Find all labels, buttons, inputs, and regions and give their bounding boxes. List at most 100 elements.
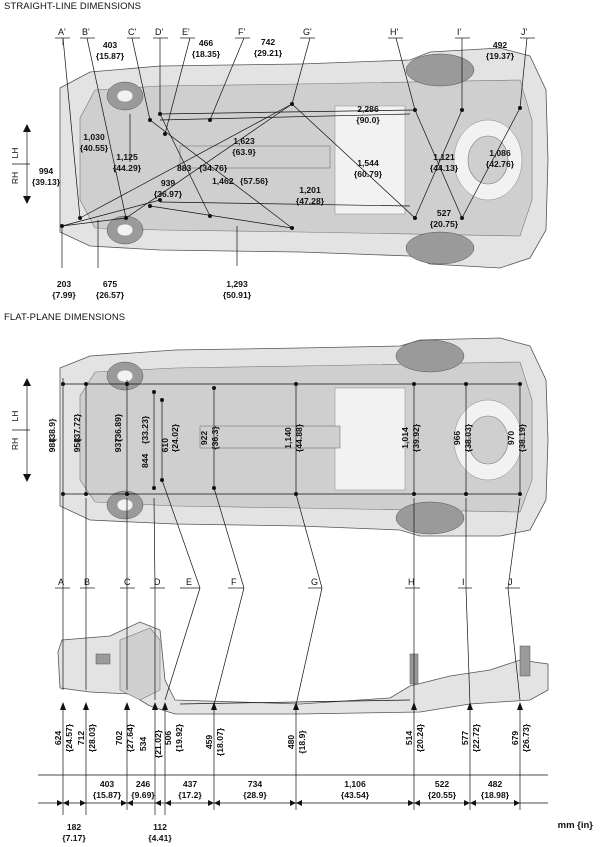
h-679: 679 [510, 731, 520, 746]
fw-1014: 1,014 [400, 427, 410, 449]
sdim-1293: 1,293 [226, 279, 248, 289]
h-624-in: {24.57} [64, 723, 74, 752]
span-437: 437 [183, 779, 198, 789]
h-514: 514 [404, 731, 414, 746]
fw-610-in: {24.02} [170, 423, 180, 452]
sdim-492-in: {19.37} [486, 51, 515, 61]
h-712-in: {28.03} [87, 723, 97, 752]
baseline-dimension-chain [38, 774, 548, 815]
h-506: 506 [163, 731, 173, 746]
h-624: 624 [53, 731, 63, 746]
straight-line-heading: STRAIGHT-LINE DIMENSIONS [4, 1, 142, 12]
fw-1140: 1,140 [283, 427, 293, 449]
underbody-top-view-2 [59, 337, 549, 537]
h-679-in: {26.73} [521, 723, 531, 752]
ref-d-prime: D' [155, 27, 163, 37]
h-480: 480 [286, 735, 296, 750]
sdim-1201-in: {47.28} [296, 196, 325, 206]
span-values: 403 {15.87} 246 {9.69} 437 {17.2} 734 {2… [62, 779, 509, 843]
span-1106-in: {43.54} [341, 790, 370, 800]
sdim-466: 466 [199, 38, 214, 48]
flat-plane-width-lines [61, 378, 522, 498]
ref-h-prime: H' [390, 27, 398, 37]
sdim-527: 527 [437, 208, 452, 218]
ref-i: I [462, 577, 465, 587]
span-182: 182 [67, 822, 82, 832]
sdim-675-in: {26.57} [96, 290, 125, 300]
sdim-742: 742 [261, 37, 276, 47]
height-values: 624 {24.57} 712 {28.03} 702 {27.64} 534 … [53, 723, 531, 758]
fw-937: 937 [113, 438, 123, 453]
sdim-1293-in: {50.91} [223, 290, 252, 300]
sdim-1086: 1,086 [489, 148, 511, 158]
sdim-203: 203 [57, 279, 72, 289]
span-112-in: {4.41} [148, 833, 172, 843]
sdim-1125: 1,125 [116, 152, 138, 162]
ref-c: C [124, 577, 131, 587]
ref-j-prime: J' [521, 27, 528, 37]
ref-b-prime: B' [82, 27, 90, 37]
sdim-883-in: {34.76} [199, 163, 228, 173]
span-734: 734 [248, 779, 263, 789]
lh-rh-indicator-1 [12, 124, 31, 204]
flat-plane-width-values: 988 {38.9} 958 {37.72} 937 {36.89} 844 {… [47, 413, 527, 468]
fw-988: 988 [47, 438, 57, 453]
ref-a-prime: A' [58, 27, 66, 37]
ref-c-prime: C' [128, 27, 136, 37]
sdim-994: 994 [39, 166, 54, 176]
h-702: 702 [114, 731, 124, 746]
h-514-in: {20.24} [415, 723, 425, 752]
h-712: 712 [76, 731, 86, 746]
rh-label-2: RH [10, 438, 20, 450]
fw-937-in: {36.89} [113, 413, 123, 442]
straight-line-values: 403 {15.87} 466 {18.35} 742 {29.21} 492 … [32, 37, 515, 300]
fw-958-in: {37.72} [72, 413, 82, 442]
lh-rh-indicator-2 [12, 378, 31, 482]
flat-plane-ref-labels: A B C D E F G H I J [58, 577, 513, 587]
rh-label-1: RH [10, 172, 20, 184]
span-403-in: {15.87} [93, 790, 122, 800]
fw-922: 922 [199, 431, 209, 446]
underbody-side-view [57, 621, 549, 715]
sdim-939: 939 [161, 178, 176, 188]
sdim-403-in: {15.87} [96, 51, 125, 61]
straight-line-leaders [55, 37, 535, 268]
h-702-in: {27.64} [125, 723, 135, 752]
straight-line-ref-labels: A' B' C' D' E' F' G' H' I' J' [58, 27, 528, 37]
span-112: 112 [153, 822, 167, 832]
sdim-403: 403 [103, 40, 118, 50]
h-577-in: {22.72} [471, 723, 481, 752]
sdim-1121-in: {44.13} [430, 163, 459, 173]
span-522-in: {20.55} [428, 790, 457, 800]
sdim-1201: 1,201 [299, 185, 321, 195]
fw-1014-in: {39.92} [411, 423, 421, 452]
sdim-1125-in: {44.29} [113, 163, 142, 173]
ref-f-prime: F' [238, 27, 245, 37]
fw-970: 970 [506, 431, 516, 446]
sdim-994-in: {39.13} [32, 177, 61, 187]
sdim-1121: 1,121 [433, 152, 455, 162]
lh-label-1: LH [10, 148, 20, 159]
fw-958: 958 [72, 438, 82, 453]
span-246: 246 [136, 779, 151, 789]
fw-966: 966 [452, 431, 462, 446]
h-534: 534 [138, 737, 148, 752]
sdim-1623-in: {63.9} [232, 147, 256, 157]
ref-b: B [84, 577, 90, 587]
sdim-1462: 1,462 [212, 176, 234, 186]
sdim-1030: 1,030 [83, 132, 105, 142]
sdim-939-in: {36.97} [154, 189, 183, 199]
sdim-466-in: {18.35} [192, 49, 221, 59]
sdim-203-in: {7.99} [52, 290, 76, 300]
sdim-492: 492 [493, 40, 508, 50]
span-734-in: {28.9} [243, 790, 267, 800]
fw-966-in: {38.03} [463, 423, 473, 452]
ref-i-prime: I' [457, 27, 462, 37]
h-480-in: {18.9} [297, 730, 307, 754]
sdim-1544-in: {60.79} [354, 169, 383, 179]
span-482: 482 [488, 779, 503, 789]
sdim-1623: 1,623 [233, 136, 255, 146]
ref-j: J [508, 577, 513, 587]
ref-e-prime: E' [182, 27, 190, 37]
